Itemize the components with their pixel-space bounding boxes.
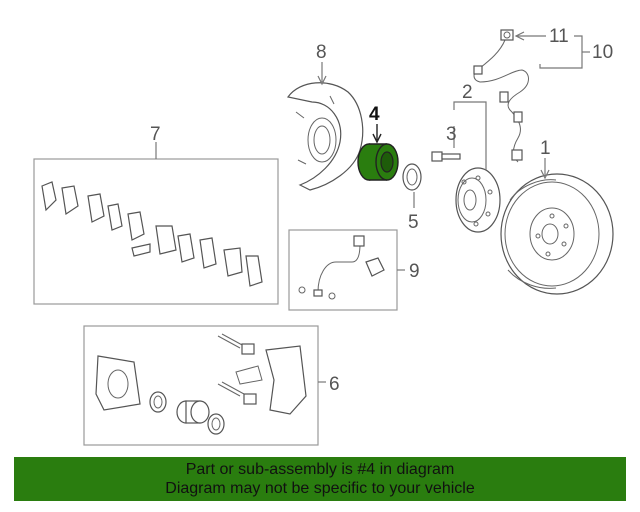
callout-1: 1 [540,138,551,159]
callout-4: 4 [369,104,380,125]
callout-8: 8 [316,42,327,63]
callout-10: 10 [592,42,613,63]
callout-9: 9 [409,261,420,282]
brake-hose-part[interactable] [298,235,385,300]
wheel-hub-part[interactable] [455,167,501,233]
info-banner: Part or sub-assembly is #4 in diagram Di… [14,457,626,501]
callout-7: 7 [150,124,161,145]
sensor-bolt-part[interactable] [500,29,514,41]
callout-5: 5 [408,212,419,233]
callout-3: 3 [446,124,457,145]
caliper-group-box [83,325,319,446]
hub-bolt-part[interactable] [431,151,461,162]
banner-line-1: Part or sub-assembly is #4 in diagram [185,461,455,478]
hub-bearing-part-highlighted[interactable] [357,143,399,181]
brake-disc-part[interactable] [500,173,614,295]
callout-2: 2 [462,82,473,103]
brake-pad-set-part[interactable] [41,181,263,287]
caliper-assembly-part[interactable] [95,333,307,435]
splash-shield-part[interactable] [286,82,364,191]
banner-line-2: Diagram may not be specific to your vehi… [165,480,475,497]
brake-pad-group-box [33,158,279,305]
callout-11: 11 [549,26,569,47]
snap-ring-part[interactable] [402,163,422,191]
callout-6: 6 [329,374,340,395]
abs-sensor-part[interactable] [473,39,529,163]
